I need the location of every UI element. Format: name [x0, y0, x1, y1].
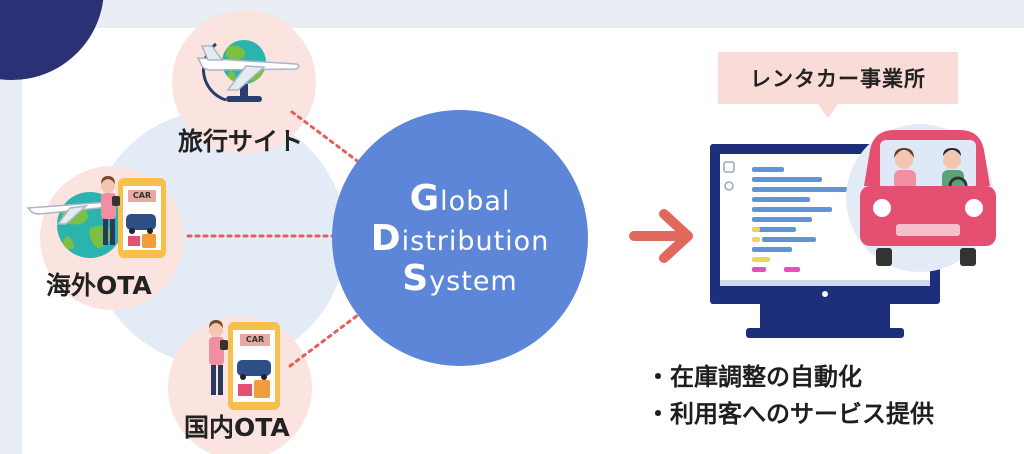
- domestic-phone-sign: CAR: [245, 335, 265, 344]
- domestic-ota-label: 国内OTA: [184, 413, 290, 442]
- flow-arrow: [629, 209, 693, 263]
- gds-line-system: System: [332, 258, 588, 299]
- gds-circle: [332, 110, 588, 366]
- overseas-phone-sign: CAR: [132, 191, 152, 200]
- node-cluster-circle: [90, 110, 346, 366]
- benefits-list: ・在庫調整の自動化 ・利用客へのサービス提供: [646, 359, 934, 433]
- benefit-item: ・在庫調整の自動化: [646, 363, 862, 391]
- gds-line-global: Global: [332, 178, 588, 219]
- gds-cap-s: S: [402, 258, 430, 299]
- gds-rest-distribution: istribution: [401, 226, 550, 257]
- gds-rest-system: ystem: [429, 266, 518, 297]
- gds-cap-g: G: [409, 178, 441, 219]
- car-with-passengers-icon: [846, 124, 996, 272]
- gds-rest-global: lobal: [440, 186, 511, 217]
- gds-text: Global Distribution System: [332, 110, 588, 366]
- domestic-phone-car-icon: [209, 320, 280, 410]
- gds-line-distribution: Distribution: [332, 218, 588, 259]
- bubble-tail: [818, 104, 838, 118]
- globe-airplane-icon: [196, 40, 300, 102]
- overseas-ota-label: 海外OTA: [46, 271, 152, 300]
- overseas-phone-car-icon: [26, 176, 166, 258]
- travel-site-label: 旅行サイト: [178, 127, 304, 156]
- gds-cap-d: D: [370, 218, 402, 259]
- benefit-item: ・利用客へのサービス提供: [646, 400, 934, 428]
- rental-company-bubble: レンタカー事業所: [718, 52, 958, 104]
- corner-circle: [0, 0, 104, 80]
